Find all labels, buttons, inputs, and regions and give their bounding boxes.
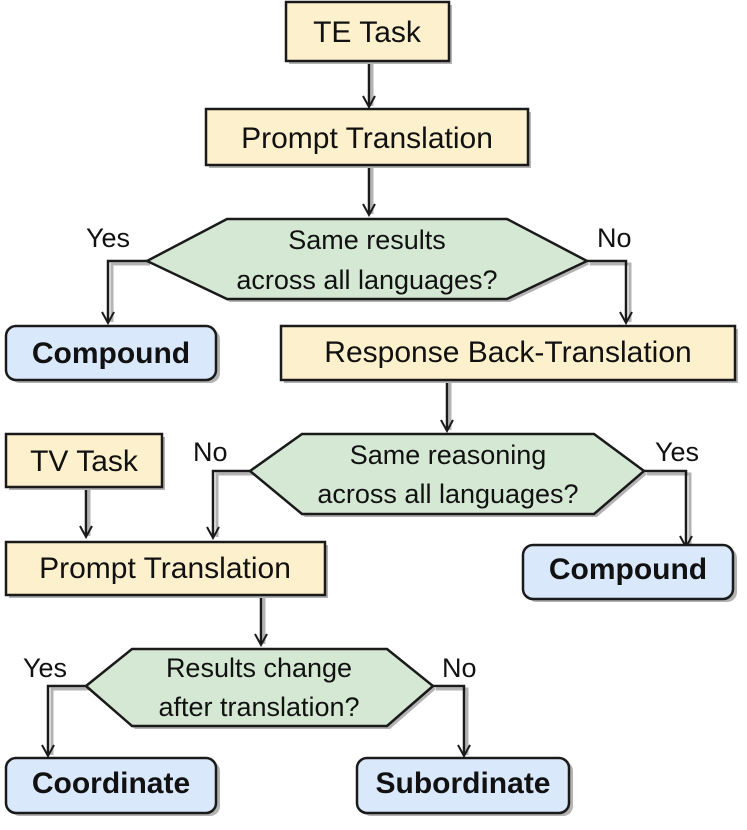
- response-back-translation-node: Response Back-Translation: [279, 324, 738, 383]
- subordinate-outcome: Subordinate: [355, 756, 573, 816]
- arrow-decision2-no: [213, 469, 250, 537]
- subordinate-outcome-label: Subordinate: [375, 767, 550, 800]
- arrow-decision3-yes: [48, 684, 86, 755]
- te-prompt-translation-label: Prompt Translation: [241, 122, 493, 155]
- compound-outcome-1-label: Compound: [32, 337, 190, 370]
- decision3-no-label: No: [442, 653, 477, 683]
- decision1-no-label: No: [597, 223, 632, 253]
- tv-prompt-translation-label: Prompt Translation: [39, 552, 291, 585]
- tv-task-label: TV Task: [30, 445, 139, 478]
- arrow-decision1-yes: [108, 259, 147, 322]
- decision2-yes-label: Yes: [655, 437, 699, 467]
- te-task-node: TE Task: [284, 0, 452, 64]
- response-back-translation-label: Response Back-Translation: [324, 336, 691, 369]
- tv-prompt-translation-node: Prompt Translation: [4, 540, 328, 598]
- tv-task-node: TV Task: [4, 432, 165, 490]
- decision-same-results-line1: Same results: [288, 225, 446, 255]
- arrow-decision1-no: [587, 259, 626, 322]
- decision-same-reasoning: Same reasoning across all languages?: [247, 432, 647, 517]
- decision-results-change-line1: Results change: [166, 653, 352, 683]
- decision-results-change-line2: after translation?: [158, 692, 359, 722]
- decision1-yes-label: Yes: [86, 223, 130, 253]
- arrow-decision2-yes: [644, 469, 686, 546]
- decision-same-reasoning-line1: Same reasoning: [350, 440, 547, 470]
- compound-outcome-2-label: Compound: [549, 553, 707, 586]
- decision-results-change: Results change after translation?: [84, 647, 436, 729]
- decision2-no-label: No: [193, 437, 228, 467]
- arrow-decision3-no: [433, 684, 464, 755]
- decision3-yes-label: Yes: [23, 653, 67, 683]
- te-prompt-translation-node: Prompt Translation: [204, 107, 531, 168]
- coordinate-outcome-label: Coordinate: [32, 767, 190, 800]
- compound-outcome-1: Compound: [4, 324, 220, 383]
- decision-same-results-line2: across all languages?: [236, 265, 497, 295]
- coordinate-outcome: Coordinate: [4, 756, 220, 816]
- decision-same-results: Same results across all languages?: [144, 217, 590, 302]
- decision-same-reasoning-line2: across all languages?: [317, 479, 578, 509]
- compound-outcome-2: Compound: [521, 543, 737, 602]
- te-task-label: TE Task: [313, 16, 422, 49]
